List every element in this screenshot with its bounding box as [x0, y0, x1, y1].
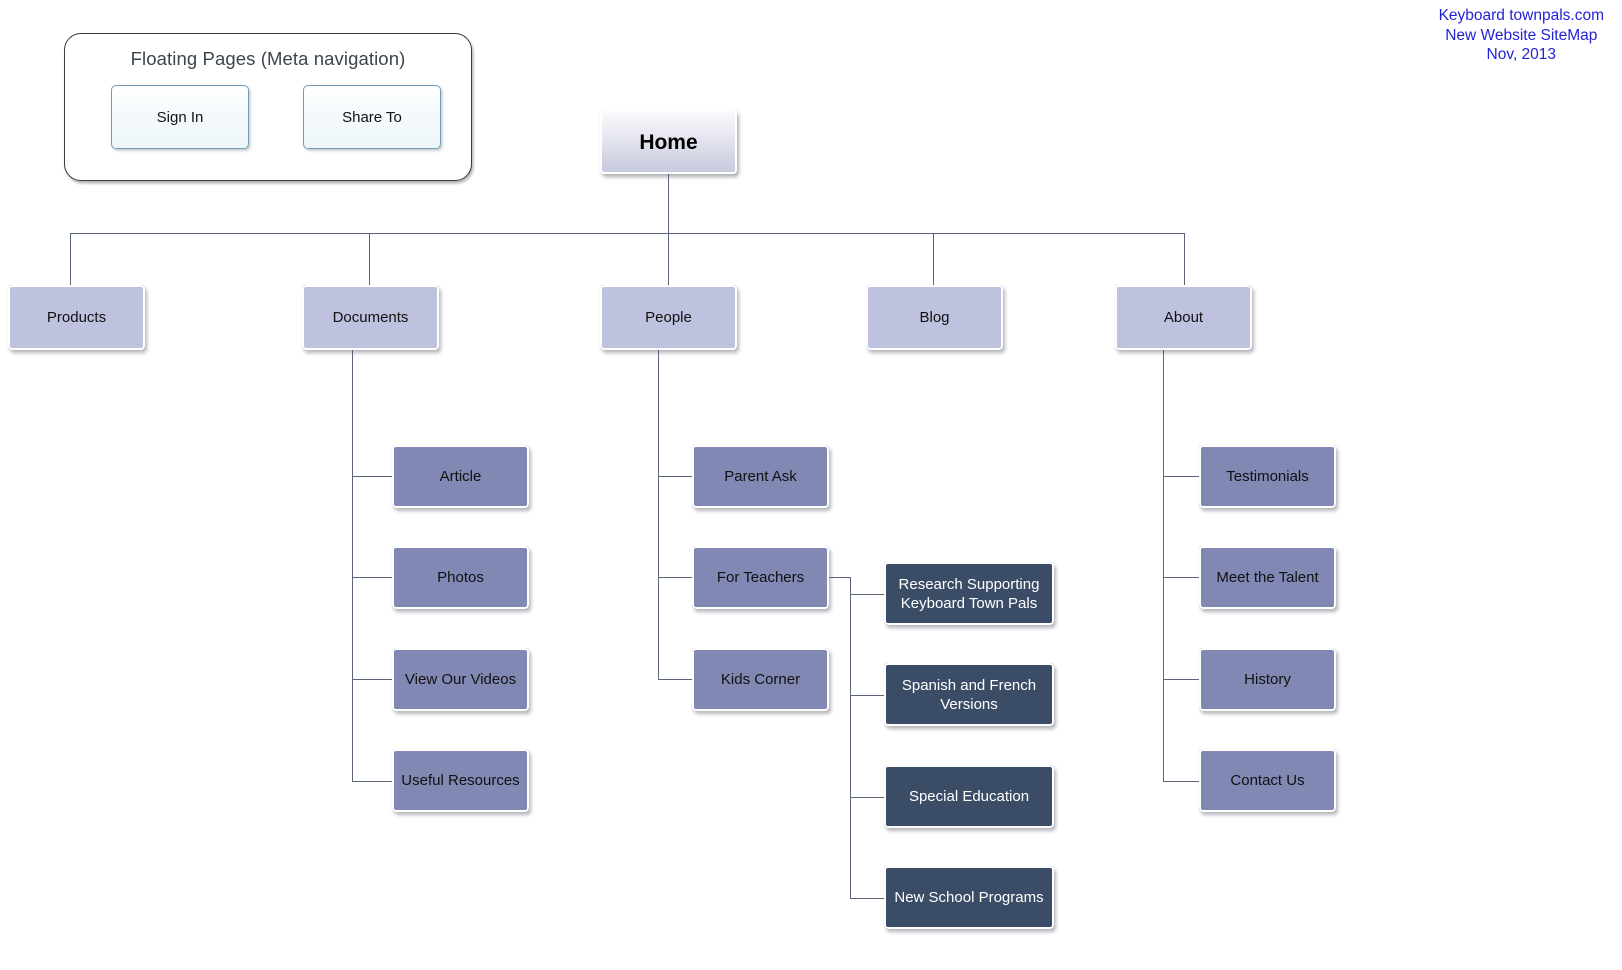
connector-people-to-parent-ask: [658, 476, 692, 478]
connector-documents-to-article: [352, 476, 392, 478]
connector-people-to-kids-corner: [658, 679, 692, 681]
connector-bus-to-documents: [369, 233, 371, 285]
node-new-school-programs[interactable]: New School Programs: [884, 866, 1054, 929]
connector-people-spine: [658, 350, 660, 679]
node-useful-resources[interactable]: Useful Resources: [392, 749, 529, 812]
node-kids-corner[interactable]: Kids Corner: [692, 648, 829, 711]
connector-documents-to-videos: [352, 679, 392, 681]
node-blog[interactable]: Blog: [866, 285, 1003, 350]
connector-documents-spine: [352, 350, 354, 781]
node-people[interactable]: People: [600, 285, 737, 350]
document-header: Keyboard townpals.com New Website SiteMa…: [1439, 6, 1604, 65]
connector-to-new-school-programs: [850, 898, 884, 900]
header-line-site: Keyboard townpals.com: [1438, 7, 1604, 24]
node-parent-ask[interactable]: Parent Ask: [692, 445, 829, 508]
connector-about-to-testimonials: [1163, 476, 1199, 478]
connector-to-special-education: [850, 797, 884, 799]
node-documents[interactable]: Documents: [302, 285, 439, 350]
node-contact-us[interactable]: Contact Us: [1199, 749, 1336, 812]
node-for-teachers[interactable]: For Teachers: [692, 546, 829, 609]
node-research-supporting-keyboard-town-pals[interactable]: Research Supporting Keyboard Town Pals: [884, 562, 1054, 625]
node-view-our-videos[interactable]: View Our Videos: [392, 648, 529, 711]
connector-for-teachers-out: [829, 577, 851, 579]
share-to-button[interactable]: Share To: [303, 85, 441, 149]
node-photos[interactable]: Photos: [392, 546, 529, 609]
floating-pages-panel: Floating Pages (Meta navigation) Sign In…: [64, 33, 472, 181]
connector-about-to-contact-us: [1163, 781, 1199, 783]
connector-about-to-meet-the-talent: [1163, 577, 1199, 579]
connector-about-to-history: [1163, 679, 1199, 681]
connector-for-teachers-spine: [850, 577, 852, 898]
node-meet-the-talent[interactable]: Meet the Talent: [1199, 546, 1336, 609]
connector-bus-to-products: [70, 233, 72, 285]
connector-bus-to-blog: [933, 233, 935, 285]
node-home[interactable]: Home: [600, 110, 737, 174]
node-article[interactable]: Article: [392, 445, 529, 508]
node-spanish-and-french-versions[interactable]: Spanish and French Versions: [884, 663, 1054, 726]
connector-about-spine: [1163, 350, 1165, 781]
connector-home-to-bus: [668, 174, 670, 234]
connector-bus-to-people: [668, 233, 670, 285]
node-products[interactable]: Products: [8, 285, 145, 350]
connector-documents-to-resources: [352, 781, 392, 783]
node-history[interactable]: History: [1199, 648, 1336, 711]
connector-to-research: [850, 594, 884, 596]
connector-bus-to-about: [1184, 233, 1186, 285]
connector-top-bus: [70, 233, 1185, 235]
header-line-date: Nov, 2013: [1486, 46, 1557, 63]
connector-to-spanish-french: [850, 695, 884, 697]
node-testimonials[interactable]: Testimonials: [1199, 445, 1336, 508]
sign-in-button[interactable]: Sign In: [111, 85, 249, 149]
node-about[interactable]: About: [1115, 285, 1252, 350]
node-special-education[interactable]: Special Education: [884, 765, 1054, 828]
connector-documents-to-photos: [352, 577, 392, 579]
floating-pages-title: Floating Pages (Meta navigation): [130, 48, 406, 69]
connector-people-to-for-teachers: [658, 577, 692, 579]
header-line-title: New Website SiteMap: [1445, 26, 1598, 44]
